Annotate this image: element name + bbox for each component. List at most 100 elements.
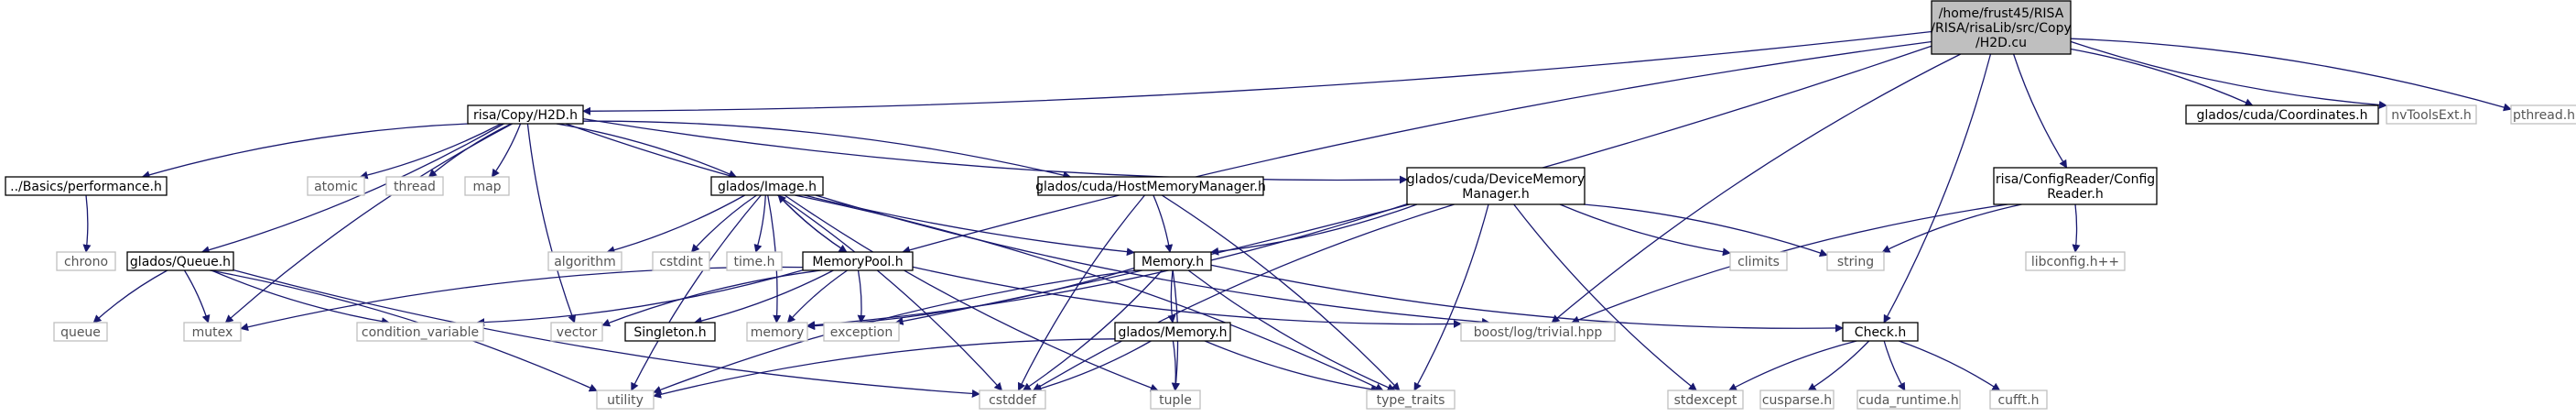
edge-image_h-to-boost_log [815, 194, 1490, 326]
node-label: algorithm [554, 255, 616, 269]
edge-root-to-mempool [902, 40, 1932, 255]
edge-check_h-to-cuda_runtime [1883, 340, 1906, 391]
edge-queue_h-to-mutex [183, 269, 211, 324]
edge-copy_h2d-to-thread [428, 123, 512, 178]
node-mempool[interactable]: MemoryPool.h [802, 251, 914, 271]
edge-memory_h-to-type_traits [1187, 269, 1396, 391]
node-label: Singleton.h [633, 325, 706, 340]
edge-copy_h2d-to-map [491, 123, 522, 178]
node-box [1037, 176, 1264, 196]
node-exception: exception [823, 322, 900, 342]
node-label: memory [751, 325, 805, 340]
node-label: glados/Memory.h [1118, 325, 1227, 340]
node-root[interactable]: /home/frust45/RISA/RISA/risaLib/src/Copy… [1931, 0, 2072, 55]
edge-configreader-to-libconfig [2072, 203, 2081, 253]
node-label: libconfig.h++ [2031, 255, 2119, 269]
node-singleton[interactable]: Singleton.h [624, 322, 716, 342]
edge-configreader-to-string [1881, 203, 2022, 253]
node-box [307, 176, 365, 196]
node-glados-memory[interactable]: glados/Memory.h [1114, 322, 1231, 342]
node-cuda-runtime: cuda_runtime.h [1856, 390, 1961, 410]
node-box [550, 322, 603, 342]
node-label: glados/cuda/Coordinates.h [2197, 108, 2368, 123]
edge-memory_h-to-cstddef [1022, 269, 1163, 391]
node-box [726, 251, 783, 271]
node-label: cusparse.h [1762, 393, 1832, 408]
node-hostmm[interactable]: glados/cuda/HostMemoryManager.h [1035, 176, 1266, 196]
node-label: thread [394, 180, 436, 194]
node-box [5, 176, 168, 196]
node-tuple: tuple [1150, 390, 1201, 410]
edge-memory_h-to-memory [806, 267, 1135, 331]
node-memory-h[interactable]: Memory.h [1133, 251, 1212, 271]
edge-glados_memory-to-tuple [1171, 340, 1180, 391]
edge-glados_memory-to-cstddef [1033, 340, 1152, 393]
edge-mempool-to-condvar [476, 269, 804, 327]
node-box [467, 104, 584, 125]
node-coordinates[interactable]: glados/cuda/Coordinates.h [2185, 104, 2379, 125]
node-label: cstdint [659, 255, 703, 269]
node-box [624, 322, 716, 342]
edge-root-to-boost_log [1551, 53, 1962, 324]
node-label: glados/Image.h [718, 180, 817, 194]
edge-glados_memory-to-utility [653, 338, 1116, 399]
node-label: mutex [192, 325, 233, 340]
edge-mempool-to-boost_log [912, 266, 1462, 328]
node-libconfig: libconfig.h++ [2025, 251, 2126, 271]
edge-root-to-coordinates [2070, 48, 2254, 106]
node-box [56, 251, 116, 271]
node-box [1460, 322, 1616, 342]
node-box [1989, 390, 2048, 410]
node-image-h[interactable]: glados/Image.h [710, 176, 824, 196]
node-atomic: atomic [307, 176, 365, 196]
edge-copy_h2d-to-devmm [582, 117, 1408, 184]
edge-root-to-nvtools [2070, 40, 2387, 109]
node-label: boost/log/trivial.hpp [1474, 325, 1603, 340]
node-box [356, 322, 484, 342]
edge-mempool-to-vector [601, 269, 822, 327]
node-box [1150, 390, 1201, 410]
node-box [1856, 390, 1961, 410]
node-label: climits [1737, 255, 1780, 269]
edge-devmm-to-memory_h [1210, 203, 1418, 256]
node-box [1826, 251, 1885, 271]
edge-mempool-to-singleton [693, 269, 834, 325]
edge-memory_h-to-glados_memory [1167, 269, 1176, 324]
node-performance[interactable]: ../Basics/performance.h [5, 176, 168, 196]
node-algorithm: algorithm [547, 251, 622, 271]
node-box [547, 251, 622, 271]
node-copy-h2d[interactable]: risa/Copy/H2D.h [467, 104, 584, 125]
node-pthread: pthread.h [2510, 104, 2576, 125]
edge-devmm-to-type_traits [1413, 203, 1489, 391]
node-condvar: condition_variable [356, 322, 484, 342]
node-box [652, 251, 710, 271]
node-string: string [1826, 251, 1885, 271]
edge-devmm-to-stdexcept [1513, 203, 1697, 391]
node-cusparse: cusparse.h [1759, 390, 1835, 410]
edge-mempool-to-mutex [240, 266, 804, 332]
node-label: type_traits [1377, 393, 1445, 408]
node-check-h[interactable]: Check.h [1842, 322, 1919, 342]
node-box [53, 322, 108, 342]
node-nvtools: nvToolsExt.h [2386, 104, 2477, 125]
node-label: vector [557, 325, 598, 340]
node-label: stdexcept [1674, 393, 1737, 408]
edge-image_h-to-cstdint [690, 194, 757, 253]
node-box [1133, 251, 1212, 271]
node-configreader[interactable]: risa/ConfigReader/ConfigReader.h [1993, 167, 2158, 205]
edge-image_h-to-algorithm [606, 194, 746, 255]
node-box [746, 322, 808, 342]
node-label: map [472, 180, 501, 194]
node-label: nvToolsExt.h [2391, 108, 2472, 123]
node-label: risa/ConfigReader/Config [1996, 172, 2155, 187]
node-label: Manager.h [1462, 187, 1529, 202]
node-label: tuple [1159, 393, 1192, 408]
node-label: /RISA/risaLib/src/Copy [1931, 21, 2072, 36]
edge-root-to-copy_h2d [582, 30, 1932, 115]
edge-mempool-to-image_h [777, 194, 848, 253]
node-queue-h[interactable]: glados/Queue.h [126, 251, 234, 271]
edge-check_h-to-cufft [1899, 340, 2001, 391]
node-label: exception [830, 325, 893, 340]
node-box [823, 322, 900, 342]
